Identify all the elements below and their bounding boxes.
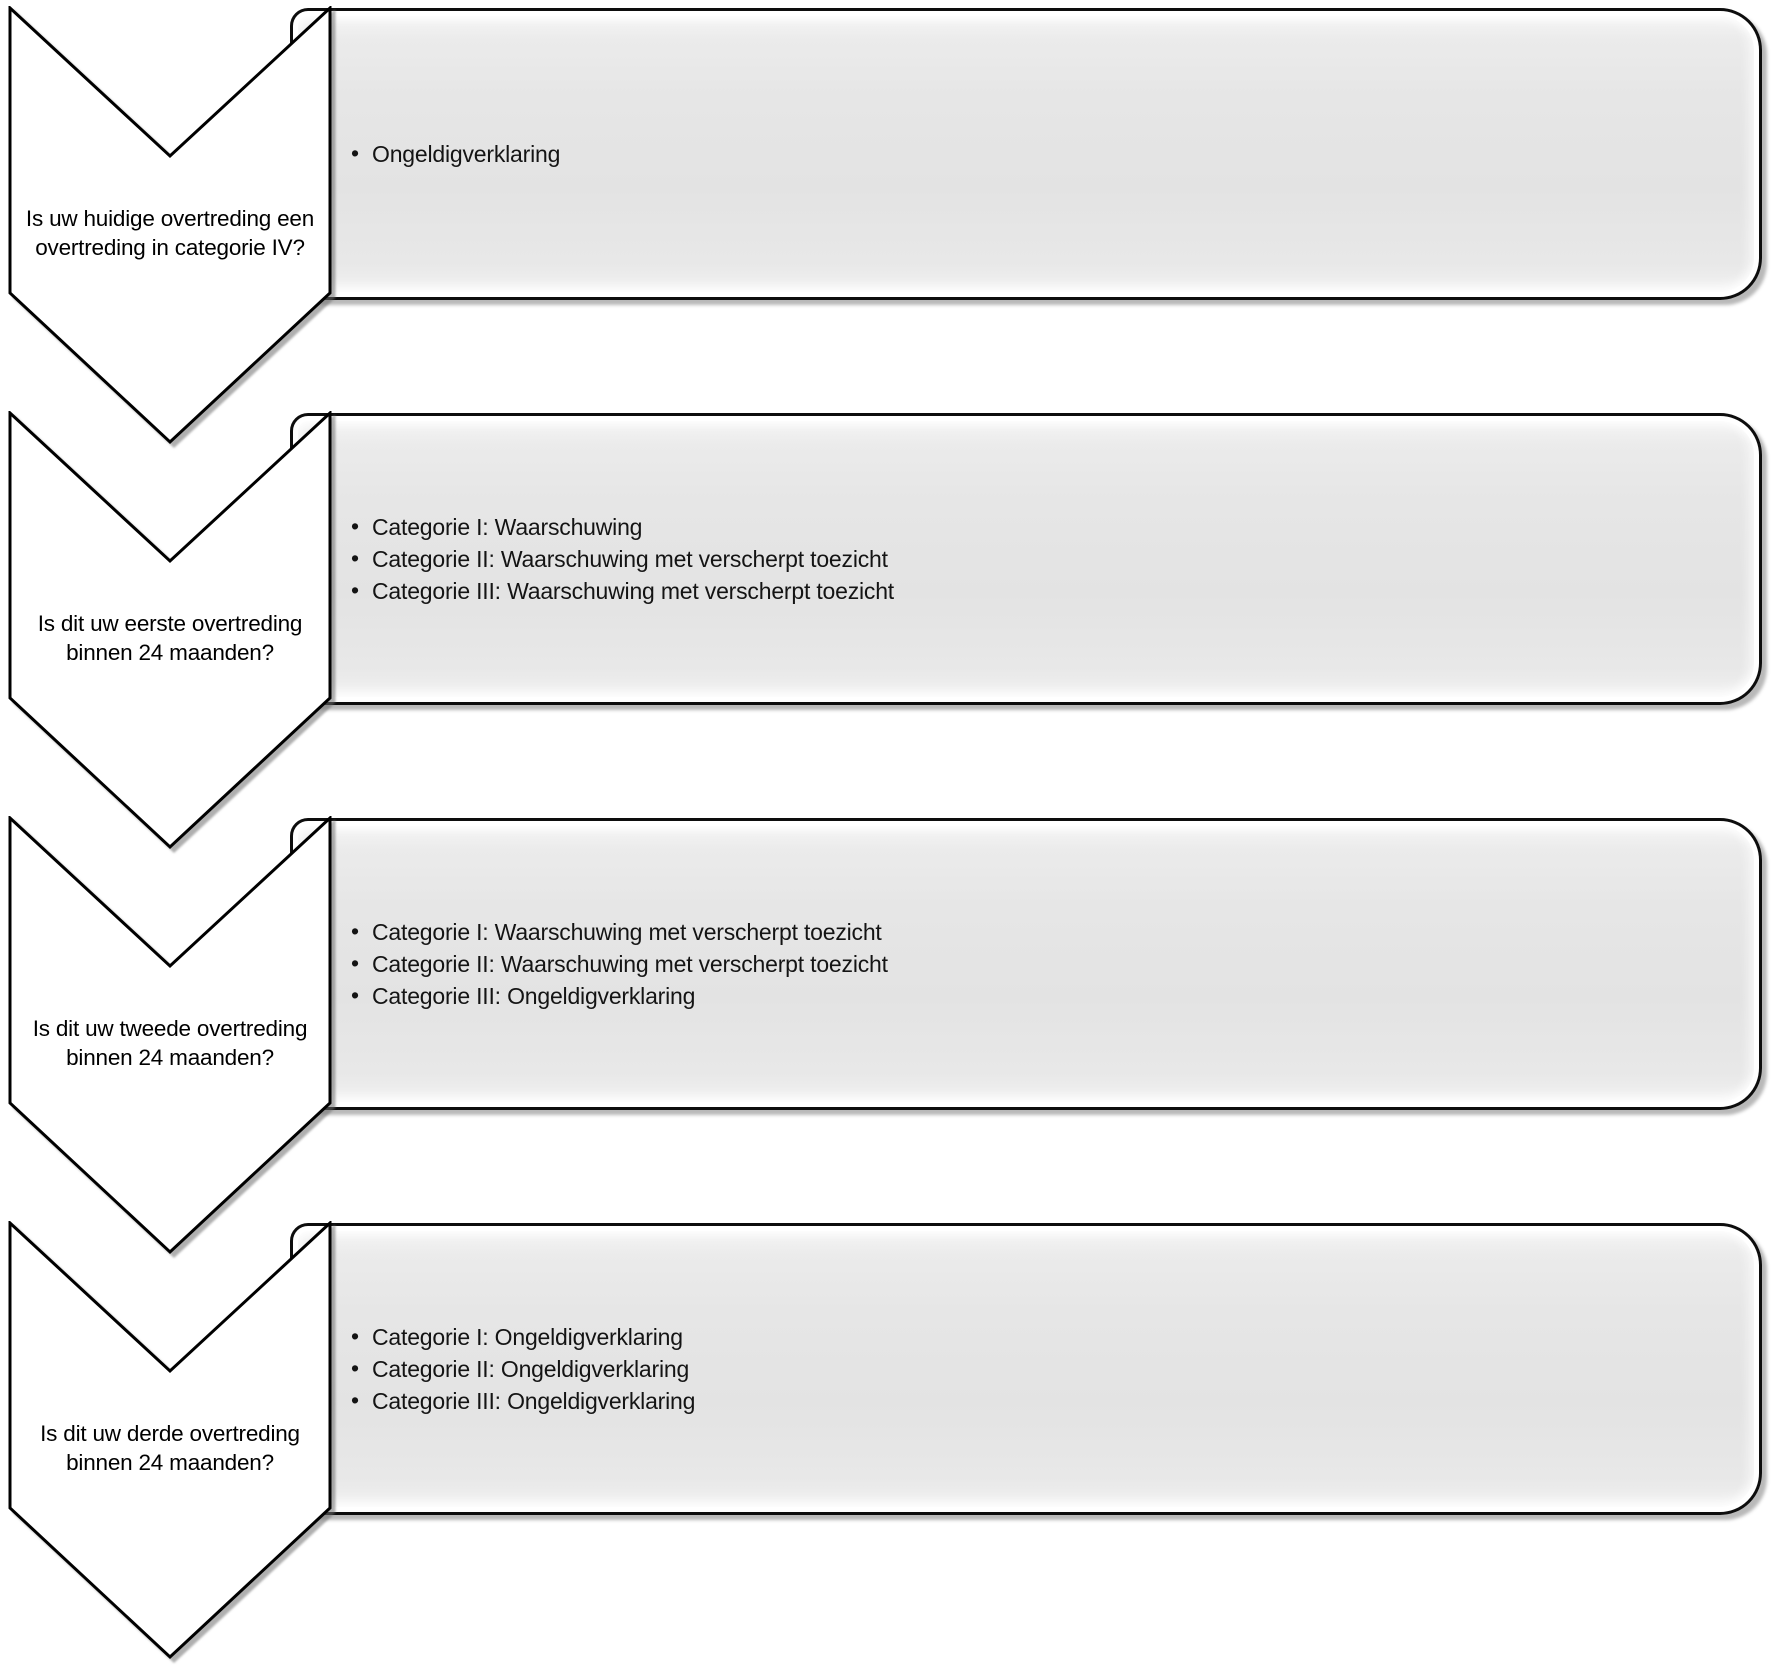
outcome-box-3: Categorie I: Waarschuwing met verscherpt… (290, 818, 1762, 1110)
outcome-item: Categorie II: Waarschuwing met verscherp… (351, 947, 888, 980)
question-text-4: Is dit uw derde overtreding binnen 24 ma… (12, 1419, 328, 1477)
chevron-down-arrow-shape (8, 411, 332, 850)
question-text-2: Is dit uw eerste overtreding binnen 24 m… (12, 609, 328, 667)
outcome-item: Categorie II: Ongeldigverklaring (351, 1352, 695, 1385)
outcome-item: Categorie I: Ongeldigverklaring (351, 1320, 695, 1353)
question-line: Is dit uw tweede overtreding (32, 1016, 308, 1041)
flow-step-1: Ongeldigverklaring Is uw huidige overtre… (0, 6, 1772, 448)
outcome-box-2: Categorie I: Waarschuwing Categorie II: … (290, 413, 1762, 705)
flow-step-2: Categorie I: Waarschuwing Categorie II: … (0, 411, 1772, 853)
question-text-3: Is dit uw tweede overtreding binnen 24 m… (12, 1014, 328, 1072)
outcome-list-2: Categorie I: Waarschuwing Categorie II: … (293, 510, 924, 607)
question-chevron-1: Is uw huidige overtreding een overtredin… (8, 6, 332, 446)
outcome-list-1: Ongeldigverklaring (293, 137, 590, 170)
outcome-item: Categorie II: Waarschuwing met verscherp… (351, 542, 894, 575)
outcome-list-3: Categorie I: Waarschuwing met verscherpt… (293, 915, 918, 1012)
chevron-down-arrow-shape (8, 816, 332, 1255)
question-chevron-2: Is dit uw eerste overtreding binnen 24 m… (8, 411, 332, 851)
outcome-box-1: Ongeldigverklaring (290, 8, 1762, 300)
question-text-1: Is uw huidige overtreding een overtredin… (12, 204, 328, 262)
question-line: Is dit uw eerste overtreding (37, 611, 303, 636)
outcome-item: Categorie III: Waarschuwing met verscher… (351, 574, 894, 607)
question-line: Is dit uw derde overtreding (40, 1421, 300, 1446)
flow-step-3: Categorie I: Waarschuwing met verscherpt… (0, 816, 1772, 1258)
chevron-down-arrow-shape (8, 6, 332, 445)
question-chevron-3: Is dit uw tweede overtreding binnen 24 m… (8, 816, 332, 1256)
chevron-down-arrow-shape (8, 1221, 332, 1660)
question-line: binnen 24 maanden? (66, 1045, 274, 1070)
outcome-list-4: Categorie I: Ongeldigverklaring Categori… (293, 1320, 725, 1417)
flow-step-4: Categorie I: Ongeldigverklaring Categori… (0, 1221, 1772, 1663)
outcome-item: Ongeldigverklaring (351, 137, 560, 170)
outcome-item: Categorie III: Ongeldigverklaring (351, 979, 888, 1012)
question-line: overtreding in categorie IV? (35, 235, 305, 260)
question-line: binnen 24 maanden? (66, 1450, 274, 1475)
question-line: Is uw huidige overtreding een (25, 206, 315, 231)
outcome-item: Categorie I: Waarschuwing (351, 510, 894, 543)
outcome-item: Categorie I: Waarschuwing met verscherpt… (351, 915, 888, 948)
question-line: binnen 24 maanden? (66, 640, 274, 665)
question-chevron-4: Is dit uw derde overtreding binnen 24 ma… (8, 1221, 332, 1661)
outcome-box-4: Categorie I: Ongeldigverklaring Categori… (290, 1223, 1762, 1515)
outcome-item: Categorie III: Ongeldigverklaring (351, 1384, 695, 1417)
